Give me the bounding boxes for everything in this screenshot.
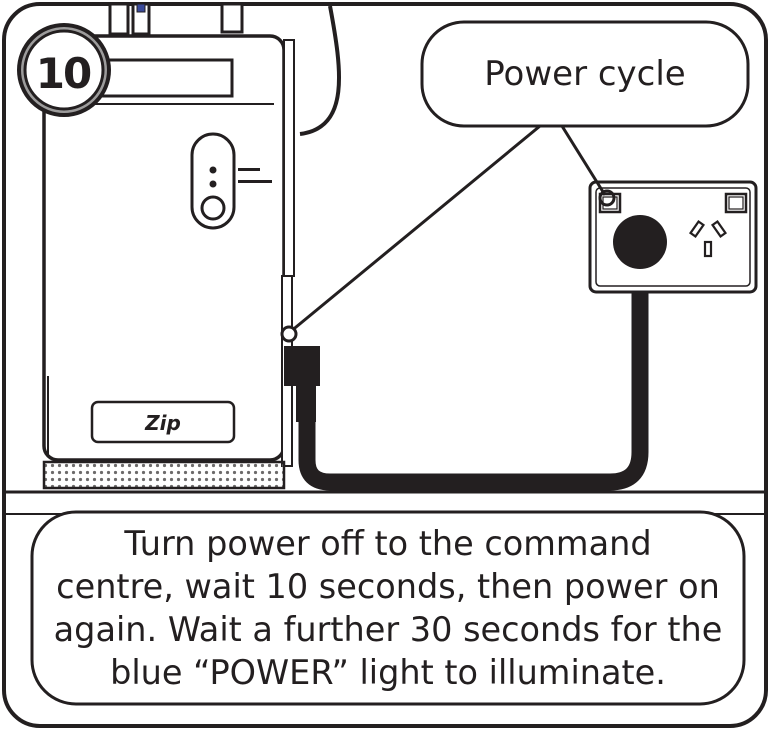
instruction-line: again. Wait a further 30 seconds for the bbox=[53, 610, 723, 649]
power-lead bbox=[284, 262, 649, 491]
plug-icon bbox=[613, 215, 667, 269]
step-badge bbox=[17, 23, 111, 117]
inlet-pipes bbox=[108, 2, 244, 36]
top-cable bbox=[299, 5, 341, 136]
callout-bubble bbox=[280, 20, 750, 343]
brand-plate bbox=[90, 400, 236, 444]
callout-label: Power cycle bbox=[484, 54, 686, 94]
status-light-icon bbox=[209, 180, 217, 188]
control-button-icon bbox=[200, 195, 226, 221]
instruction-line: centre, wait 10 seconds, then power on bbox=[56, 567, 720, 606]
step-number: 10 bbox=[35, 48, 92, 98]
socket-icon bbox=[688, 220, 728, 258]
instruction-line: Turn power off to the command bbox=[124, 524, 652, 563]
command-centre-unit: Zip bbox=[42, 34, 295, 490]
callout-marker-outlet bbox=[598, 189, 616, 207]
outlet-switch-right bbox=[724, 192, 748, 214]
instruction-box bbox=[30, 510, 746, 706]
callout-marker-unit bbox=[280, 325, 298, 343]
instruction-text: Turn power off to the command centre, wa… bbox=[32, 512, 744, 704]
wall-outlet bbox=[588, 180, 758, 294]
brand-logo: Zip bbox=[144, 411, 181, 435]
instruction-line: blue “POWER” light to illuminate. bbox=[110, 653, 666, 692]
vent-grille bbox=[42, 460, 286, 490]
power-light-icon bbox=[209, 166, 217, 174]
